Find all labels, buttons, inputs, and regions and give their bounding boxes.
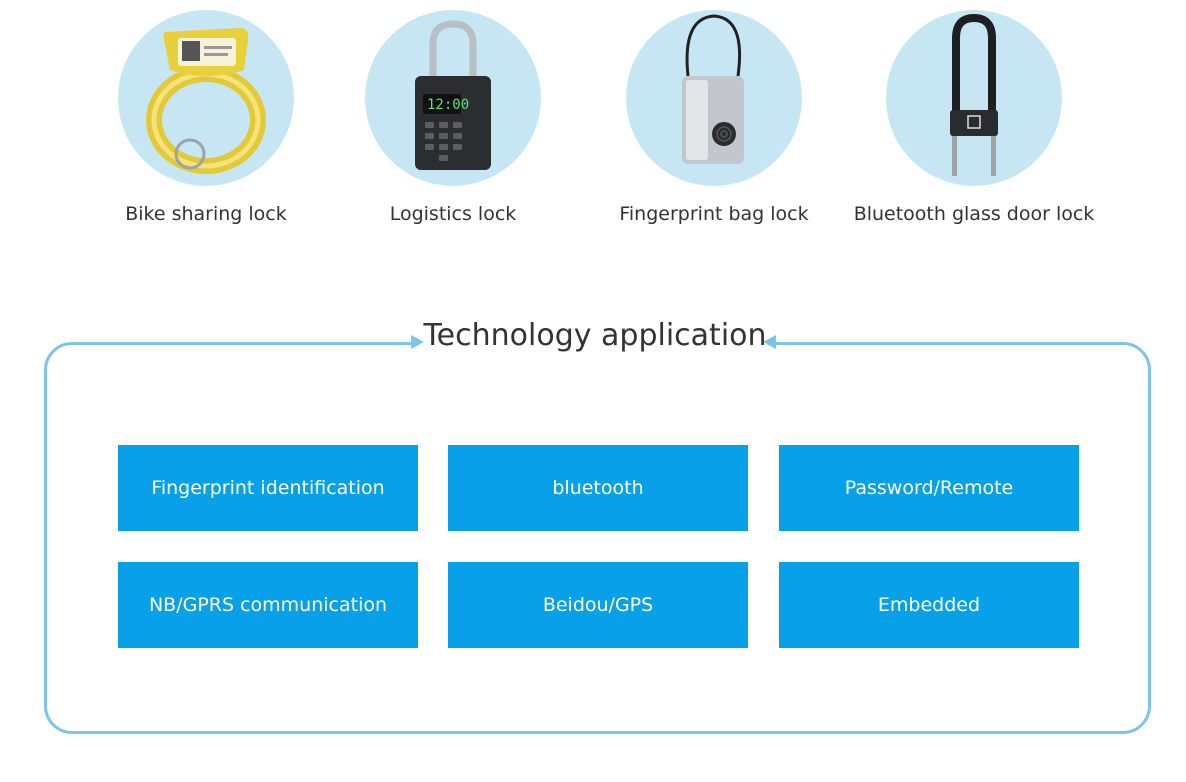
- glass-door-lock-icon: [950, 13, 998, 176]
- glass-door-lock-image: [886, 10, 1062, 186]
- product-label: Logistics lock: [389, 203, 517, 225]
- tech-password-remote: Password/Remote: [779, 445, 1079, 531]
- product-logistics-lock: 12:00 Logistics lock: [323, 10, 583, 235]
- arrow-right-icon: [411, 335, 424, 349]
- product-fingerprint-bag-lock: Fingerprint bag lock: [584, 10, 844, 235]
- fingerprint-padlock-icon: [682, 14, 744, 164]
- product-bluetooth-glass-door-lock: Bluetooth glass door lock: [844, 10, 1104, 235]
- bike-lock-image: [118, 10, 294, 186]
- frame-title-gap: [418, 335, 768, 351]
- tech-beidou-gps: Beidou/GPS: [448, 562, 748, 648]
- padlock-keypad-icon: 12:00: [415, 20, 491, 170]
- tech-nb-gprs-communication: NB/GPRS communication: [118, 562, 418, 648]
- svg-text:12:00: 12:00: [427, 97, 469, 113]
- product-label: Bike sharing lock: [125, 203, 287, 225]
- logistics-lock-image: 12:00: [365, 10, 541, 186]
- tech-bluetooth: bluetooth: [448, 445, 748, 531]
- product-label: Bluetooth glass door lock: [853, 203, 1095, 225]
- tech-fingerprint-identification: Fingerprint identification: [118, 445, 418, 531]
- technology-frame: [44, 342, 1151, 734]
- bike-lock-icon: [146, 28, 266, 174]
- fingerprint-lock-image: [626, 10, 802, 186]
- product-label: Fingerprint bag lock: [619, 203, 809, 225]
- section-title: Technology application: [423, 318, 767, 353]
- tech-embedded: Embedded: [779, 562, 1079, 648]
- product-bike-sharing-lock: Bike sharing lock: [76, 10, 336, 235]
- arrow-left-icon: [763, 335, 776, 349]
